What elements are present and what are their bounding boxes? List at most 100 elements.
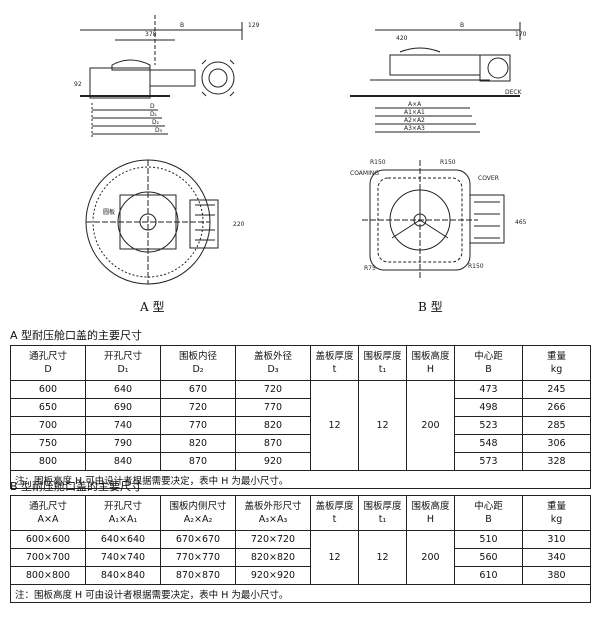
table-cell: 690 [85,398,161,417]
svg-text:170: 170 [515,31,527,38]
svg-text:465: 465 [515,219,527,226]
table-row: 650 690 720 770 498 266 [10,398,591,417]
table-row: 700 740 770 820 523 285 [10,416,591,435]
table-a-title: A 型耐压舱口盖的主要尺寸 [10,329,143,342]
table-cell: 523 [454,416,523,435]
svg-text:D₃: D₃ [155,127,163,134]
technical-drawings: B 129 378 92 D D₁ D₂ D₃ 圆板 220 B 170 420… [74,15,527,285]
table-cell: 266 [522,398,591,417]
table-cell: 573 [454,452,523,471]
table-cell: 870×870 [160,566,236,585]
svg-text:圆板: 圆板 [103,208,115,216]
table-cell: 920×920 [235,566,311,585]
svg-text:129: 129 [248,22,260,29]
svg-text:A1×A1: A1×A1 [404,109,425,116]
svg-text:D: D [150,103,155,110]
table-cell: 473 [454,380,523,399]
table-cell: 610 [454,566,523,585]
table-cell: 740×740 [85,548,161,567]
table-cell: 820 [160,434,236,453]
table-cell: 498 [454,398,523,417]
svg-text:B: B [460,22,464,29]
table-cell: 670×670 [160,530,236,549]
svg-text:R150: R150 [468,263,484,270]
table-cell: 770×770 [160,548,236,567]
table-cell: 310 [522,530,591,549]
table-cell: 740 [85,416,161,435]
table-row: 800×800 840×840 870×870 920×920 610 380 [10,566,591,585]
table-row: 750 790 820 870 548 306 [10,434,591,453]
table-cell-shared-h: 200 [406,530,455,585]
table-cell: 306 [522,434,591,453]
table-cell: 600×600 [10,530,86,549]
table-cell: 770 [160,416,236,435]
svg-text:A2×A2: A2×A2 [404,117,425,124]
svg-text:COAMING: COAMING [350,170,379,177]
table-cell: 770 [235,398,311,417]
table-row: 700×700 740×740 770×770 820×820 560 340 [10,548,591,567]
table-cell: 560 [454,548,523,567]
table-cell: 340 [522,548,591,567]
table-cell: 820 [235,416,311,435]
table-cell: 700 [10,416,86,435]
table-cell-shared-t: 12 [310,380,359,471]
table-cell: 720 [235,380,311,399]
table-b-note-row: 注：围板高度 H 可由设计者根据需要决定，表中 H 为最小尺寸。 [10,584,591,603]
table-a-note-row: 注：围板高度 H 可由设计者根据需要决定，表中 H 为最小尺寸。 [10,470,591,489]
svg-text:378: 378 [145,31,157,38]
table-cell: 640×640 [85,530,161,549]
svg-text:R150: R150 [370,159,386,166]
type-b-caption: B 型 [418,300,443,314]
table-cell: 870 [160,452,236,471]
table-cell: 548 [454,434,523,453]
table-cell: 800×800 [10,566,86,585]
table-cell-shared-t1: 12 [358,380,407,471]
table-cell: 840 [85,452,161,471]
type-b-elevation [350,22,521,133]
table-cell: 328 [522,452,591,471]
svg-text:DECK: DECK [505,89,523,96]
table-cell: 245 [522,380,591,399]
table-cell: 670 [160,380,236,399]
table-cell: 285 [522,416,591,435]
svg-text:A×A: A×A [408,101,422,108]
svg-text:COVER: COVER [478,175,499,182]
table-cell-shared-t: 12 [310,530,359,585]
svg-text:R150: R150 [440,159,456,166]
table-b-note: 注：围板高度 H 可由设计者根据需要决定，表中 H 为最小尺寸。 [10,584,591,603]
table-cell: 700×700 [10,548,86,567]
type-a-plan [85,159,219,285]
table-cell-shared-t1: 12 [358,530,407,585]
type-a-elevation [80,15,243,138]
table-cell: 720 [160,398,236,417]
svg-text:R75: R75 [364,265,376,272]
type-b-plan [362,160,505,280]
svg-text:B: B [180,22,184,29]
svg-text:420: 420 [396,35,408,42]
table-a-note: 注：围板高度 H 可由设计者根据需要决定，表中 H 为最小尺寸。 [10,470,591,489]
table-cell: 840×840 [85,566,161,585]
table-cell: 650 [10,398,86,417]
svg-text:92: 92 [74,81,82,88]
svg-text:220: 220 [233,221,245,228]
svg-text:D₂: D₂ [152,119,160,126]
table-cell: 640 [85,380,161,399]
